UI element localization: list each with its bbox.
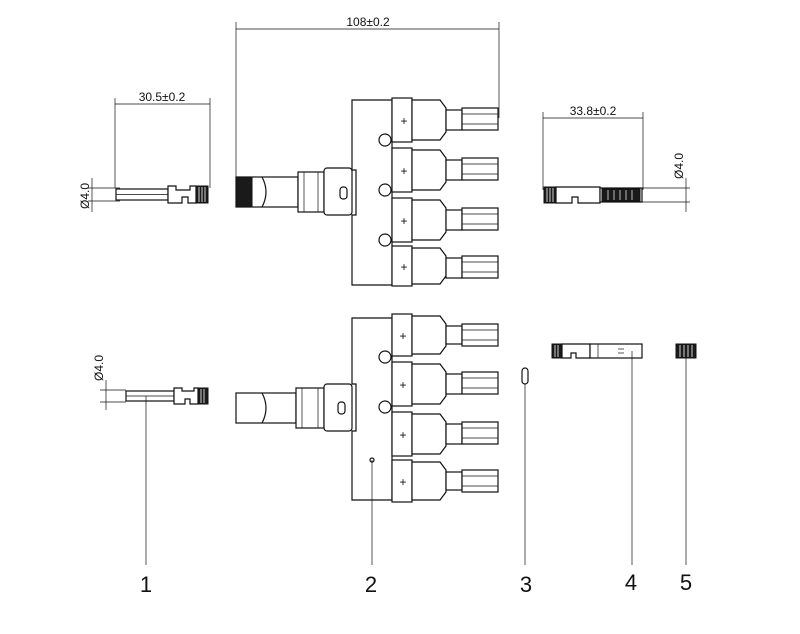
part-label-4: 4 [625,570,637,595]
male-contact-top: Ø4.0 [78,178,209,212]
plus-symbol: + [399,329,406,343]
dimension-female-contact-length: 33.8±0.2 [542,104,644,190]
branch-row: + [391,313,499,357]
dimension-label-female-contact-length: 33.8±0.2 [570,104,617,118]
part-label-5: 5 [680,570,692,595]
diameter-label-top-right: Ø4.0 [672,153,686,179]
plus-symbol: + [400,164,407,178]
part-2-branch-connector: + + + + [235,313,499,565]
branch-row: + [391,245,499,287]
branch-row: + [391,459,499,503]
plus-symbol: + [399,428,406,442]
plus-symbol: + [400,214,407,228]
part-label-2: 2 [365,572,377,597]
part-label-3: 3 [520,572,532,597]
dimension-label-total-length: 108±0.2 [346,15,390,29]
branch-row: + [391,411,499,457]
dimension-total-length: 108±0.2 [235,15,500,186]
plus-symbol: + [399,378,406,392]
branch-row: + [391,147,499,193]
part-5-sleeve [675,343,697,565]
dimension-male-contact-length: 30.5±0.2 [114,90,211,188]
plus-symbol: + [400,114,407,128]
part-1-male-contact: Ø4.0 [92,355,209,565]
diameter-label-bottom-left: Ø4.0 [92,355,106,381]
female-contact-top: Ø4.0 [543,153,690,212]
part-label-1: 1 [140,572,152,597]
branch-row: + [391,361,499,407]
plus-symbol: + [399,475,406,489]
dimension-label-male-contact-length: 30.5±0.2 [139,90,186,104]
branch-row: + [391,197,499,243]
diameter-label-top-left: Ø4.0 [78,183,92,209]
branch-row: + [391,97,499,143]
part-3-seal [521,367,529,565]
part-4-female-contact [551,343,643,565]
branch-connector-top: + + + + [235,97,499,287]
plus-symbol: + [400,260,407,274]
